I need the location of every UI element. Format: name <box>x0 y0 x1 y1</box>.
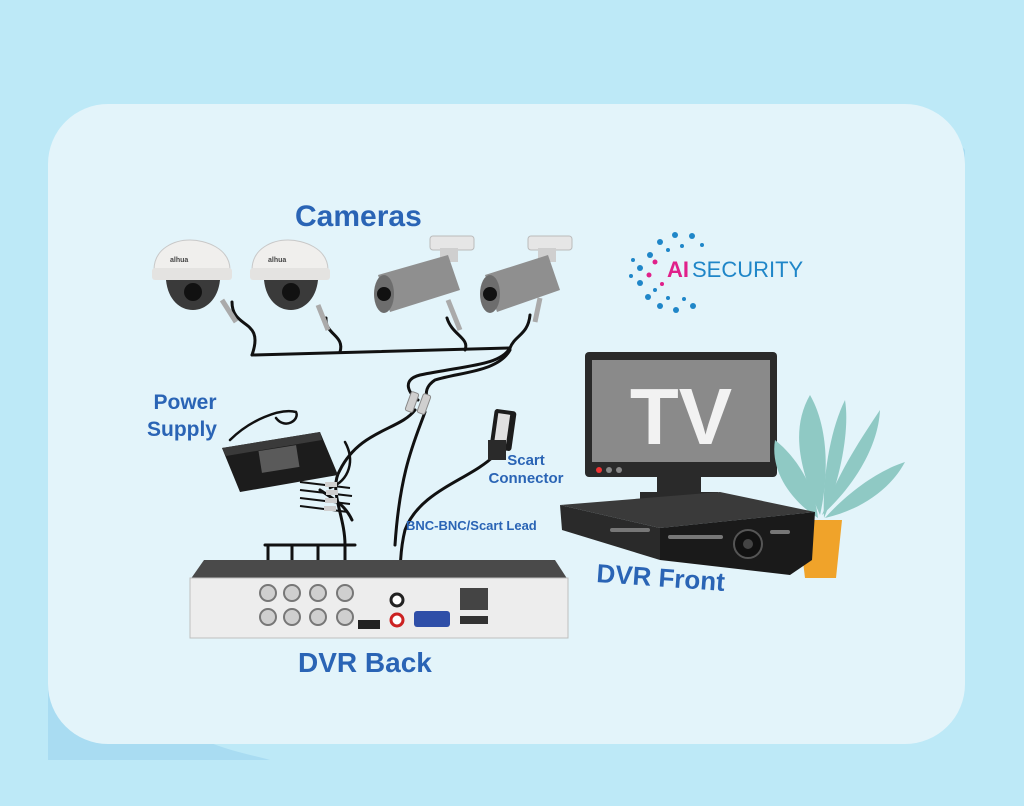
dome-camera-1: alhua <box>152 239 239 324</box>
audio-port <box>389 592 405 608</box>
vga-port <box>414 611 450 627</box>
tv: TV <box>585 352 777 499</box>
bnc-connector <box>404 391 432 415</box>
scart-label-line2: Connector <box>489 470 564 487</box>
bullet-camera-2 <box>480 235 573 323</box>
scart-connector <box>488 409 517 460</box>
cameras-label: Cameras <box>295 200 422 233</box>
power-supply <box>222 432 353 513</box>
dome-camera-2: alhua <box>250 239 331 331</box>
camera-brand-label: alhua <box>268 257 286 264</box>
ai-security-logo: AI SECURITY <box>629 232 804 313</box>
power-supply-label-line1: Power <box>153 391 216 414</box>
hdmi-port <box>358 620 380 629</box>
dvr-front <box>560 492 815 575</box>
logo-word: SECURITY <box>692 257 804 282</box>
dvr-back-label: DVR Back <box>298 647 432 678</box>
camera-bus-cable <box>250 346 512 357</box>
ethernet-port <box>460 588 488 610</box>
audio-port <box>389 612 405 628</box>
potted-plant <box>774 395 905 578</box>
camera-trunk-cable <box>406 346 512 402</box>
bullet-camera-1 <box>374 235 475 331</box>
lead-label: BNC-BNC/Scart Lead <box>406 518 537 533</box>
dvr-back <box>189 560 569 639</box>
bnc-input-port <box>259 584 354 626</box>
power-cord <box>228 410 298 442</box>
camera-brand-label: alhua <box>170 257 188 264</box>
usb-port <box>460 616 488 624</box>
scart-label-line1: Scart <box>507 452 545 469</box>
logo-prefix: AI <box>667 257 689 282</box>
power-supply-label-line2: Supply <box>147 418 217 441</box>
tv-label: TV <box>630 372 732 461</box>
